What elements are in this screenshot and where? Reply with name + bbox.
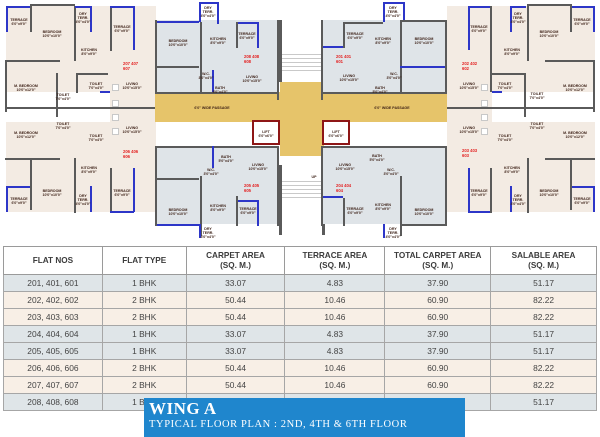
room-living: LIVING 10'0"x15'0": [242, 75, 262, 83]
room-dry-terrace: DRY TERR. 4'0"x4'0": [510, 12, 526, 24]
unit-label-204: 204 404 604: [336, 183, 352, 193]
room-kitchen: KITCHEN 8'0"x9'0": [81, 166, 97, 174]
area-table: FLAT NOS FLAT TYPE CARPET AREA(SQ. M.) T…: [3, 246, 597, 411]
corridor-label-left: 6'0" WIDE PASSAGE: [194, 106, 230, 110]
room-bedroom: BEDROOM 10'0"x10'0": [414, 208, 434, 216]
floor-plan: 6'0" WIDE PASSAGE 6'0" WIDE PASSAGE LIFT…: [5, 2, 595, 239]
room-kitchen: KITCHEN 8'0"x9'0": [375, 37, 391, 45]
room-dry-terrace: DRY TERR. 4'0"x4'0": [385, 6, 401, 18]
room-wc: W.C. 3'0"x4'0": [386, 72, 402, 80]
room-terrace: TERRACE 6'0"x9'0": [113, 25, 131, 33]
room-living: LIVING 10'0"x15'0": [335, 163, 355, 171]
room-terrace: TERRACE 6'0"x9'0": [346, 207, 364, 215]
unit-label-208: 208 408 608: [244, 54, 260, 64]
room-toilet: TOILET 7'0"x4'0": [88, 134, 104, 142]
staircase-bottom: UP: [279, 165, 325, 235]
room-living: LIVING 10'0"x15'0": [459, 82, 479, 90]
unit-label-206: 206 406 606: [123, 149, 139, 159]
room-kitchen: KITCHEN 8'0"x9'0": [504, 48, 520, 56]
room-living: LIVING 10'0"x15'0": [339, 74, 359, 82]
room-dry-terrace: DRY TERR. 4'0"x4'0": [200, 227, 216, 239]
room-toilet: TOILET 7'0"x4'0": [529, 92, 545, 100]
room-m-bedroom: M. BEDROOM 10'0"x12'0": [14, 84, 38, 92]
room-kitchen: KITCHEN 8'0"x9'0": [81, 48, 97, 56]
unit-label-202: 202 402 602: [462, 61, 478, 71]
room-m-bedroom: M. BEDROOM 10'0"x12'0": [563, 84, 587, 92]
room-bath: BATH 5'0"x4'0": [218, 155, 234, 163]
room-living: LIVING 10'0"x15'0": [459, 126, 479, 134]
unit-label-201: 201 401 601: [336, 54, 352, 64]
room-m-bedroom: M. BEDROOM 10'0"x12'0": [563, 131, 587, 139]
room-bedroom: BEDROOM 10'0"x10'0": [539, 30, 559, 38]
room-bedroom: BEDROOM 10'0"x10'0": [414, 37, 434, 45]
wing-title: WING A: [149, 399, 217, 418]
room-kitchen: KITCHEN 8'0"x9'0": [210, 37, 226, 45]
table-header-row: FLAT NOS FLAT TYPE CARPET AREA(SQ. M.) T…: [3, 246, 597, 275]
room-wc: W.C. 3'0"x4'0": [203, 168, 219, 176]
room-terrace: TERRACE 6'0"x9'0": [346, 32, 364, 40]
room-bath: BATH 5'0"x4'0": [372, 86, 388, 94]
corridor-label-right: 6'0" WIDE PASSAGE: [374, 106, 410, 110]
room-terrace: TERRACE 6'0"x9'0": [10, 18, 28, 26]
header-carpet-area: CARPET AREA(SQ. M.): [185, 246, 286, 275]
room-toilet: TOILET 7'0"x4'0": [55, 93, 71, 101]
room-dry-terrace: DRY TERR. 4'0"x4'0": [75, 194, 91, 206]
header-terrace-area: TERRACE AREA(SQ. M.): [284, 246, 386, 275]
room-toilet: TOILET 7'0"x4'0": [55, 122, 71, 130]
stair-up-label: UP: [311, 175, 317, 179]
room-bedroom: BEDROOM 10'0"x10'0": [168, 208, 188, 216]
unit-label-207: 207 407 607: [123, 61, 139, 71]
room-dry-terrace: DRY TERR. 4'0"x4'0": [75, 12, 91, 24]
room-toilet: TOILET 7'0"x4'0": [497, 82, 513, 90]
room-toilet: TOILET 7'0"x4'0": [497, 134, 513, 142]
room-wc: W.C. 3'0"x4'0": [198, 72, 214, 80]
room-bath: BATH 5'0"x4'0": [212, 86, 228, 94]
header-flat-type: FLAT TYPE: [101, 246, 187, 275]
room-bedroom: BEDROOM 10'0"x10'0": [42, 189, 62, 197]
room-kitchen: KITCHEN 8'0"x9'0": [375, 203, 391, 211]
corridor-vertical: [280, 70, 324, 156]
room-bedroom: BEDROOM 10'0"x10'0": [168, 39, 188, 47]
room-kitchen: KITCHEN 8'0"x9'0": [210, 204, 226, 212]
room-living: LIVING 10'0"x15'0": [248, 163, 268, 171]
room-dry-terrace: DRY TERR. 4'0"x4'0": [200, 6, 216, 18]
unit-label-205: 205 405 605: [244, 183, 260, 193]
room-dry-terrace: DRY TERR. 4'0"x4'0": [385, 227, 401, 239]
header-total-carpet-area: TOTAL CARPET AREA(SQ. M.): [384, 246, 492, 275]
lift-left: LIFT 6'0"x6'0": [252, 120, 280, 145]
room-wc: W.C. 3'0"x4'0": [383, 168, 399, 176]
header-salable-area: SALABLE AREA(SQ. M.): [490, 246, 597, 275]
room-kitchen: KITCHEN 8'0"x9'0": [504, 166, 520, 174]
title-banner: WING A TYPICAL FLOOR PLAN : 2ND, 4TH & 6…: [144, 398, 465, 437]
room-toilet: TOILET 7'0"x4'0": [88, 82, 104, 90]
room-terrace: TERRACE 6'0"x9'0": [239, 207, 257, 215]
room-living: LIVING 10'0"x15'0": [122, 82, 142, 90]
room-terrace: TERRACE 6'0"x9'0": [573, 197, 591, 205]
header-flat-nos: FLAT NOS: [3, 246, 103, 275]
room-terrace: TERRACE 6'0"x9'0": [573, 18, 591, 26]
lift-right: LIFT 6'0"x6'0": [322, 120, 350, 145]
room-terrace: TERRACE 6'0"x9'0": [470, 189, 488, 197]
room-living: LIVING 10'0"x15'0": [122, 126, 142, 134]
room-m-bedroom: M. BEDROOM 10'0"x12'0": [14, 131, 38, 139]
room-dry-terrace: DRY TERR. 4'0"x4'0": [510, 194, 526, 206]
staircase-top: [279, 20, 325, 82]
room-terrace: TERRACE 6'0"x9'0": [113, 189, 131, 197]
floor-plan-subtitle: TYPICAL FLOOR PLAN : 2ND, 4TH & 6TH FLOO…: [149, 419, 408, 430]
room-terrace: TERRACE 6'0"x9'0": [10, 197, 28, 205]
room-terrace: TERRACE 6'0"x9'0": [470, 25, 488, 33]
room-terrace: TERRACE 6'0"x9'0": [238, 32, 256, 40]
room-bath: BATH 5'0"x4'0": [369, 154, 385, 162]
room-bedroom: BEDROOM 10'0"x10'0": [539, 189, 559, 197]
room-toilet: TOILET 7'0"x4'0": [529, 122, 545, 130]
unit-label-203: 203 403 603: [462, 148, 478, 158]
room-bedroom: BEDROOM 10'0"x10'0": [42, 30, 62, 38]
